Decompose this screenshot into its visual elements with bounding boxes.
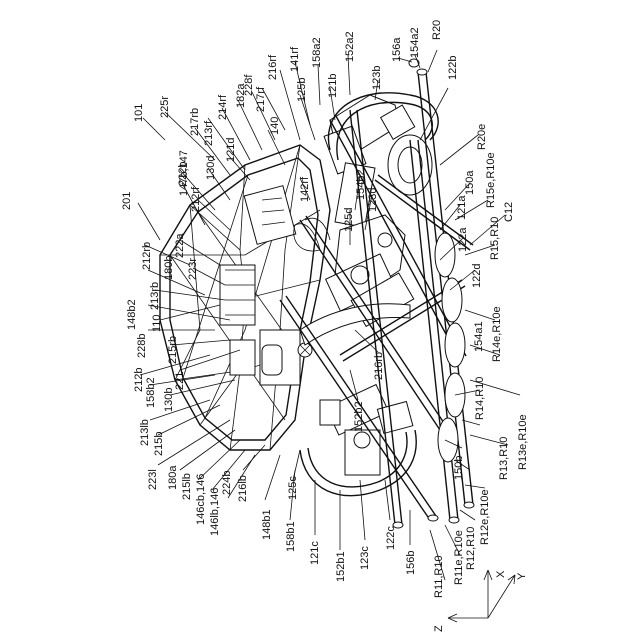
label-146cb-146: 146cb,146 — [195, 474, 207, 525]
label-R12e-R10e: R12e,R10e — [479, 489, 491, 545]
label-123d: 123d — [367, 188, 379, 212]
label-216rb: 216rb — [373, 352, 385, 380]
label-R11e-R10e: R11e,R10e — [453, 530, 465, 585]
label-148b1: 148b1 — [261, 509, 273, 540]
label-201: 201 — [121, 192, 133, 210]
label-C12: C12 — [503, 202, 515, 222]
label-141rf: 141rf — [289, 46, 301, 72]
axis-y-line — [488, 575, 515, 618]
label-214rf: 214rf — [217, 94, 229, 120]
label-R14-R10: R14,R10 — [474, 377, 486, 420]
label-125c: 125c — [287, 476, 299, 500]
label-R13e-R10e: R13e,R10e — [517, 414, 529, 470]
label-122c: 122c — [385, 526, 397, 550]
label-146lb-146: 146lb,146 — [209, 488, 221, 536]
label-121c: 121c — [309, 541, 321, 565]
label-152b1: 152b1 — [335, 551, 347, 582]
label-215rb: 215rb — [167, 336, 179, 364]
label-158b2: 158b2 — [145, 377, 157, 408]
label-140: 140 — [269, 117, 281, 135]
label-R20e: R20e — [476, 124, 488, 150]
label-180a: 180a — [167, 465, 179, 490]
label-217rb: 217rb — [189, 108, 201, 136]
axis-x-label: X — [495, 570, 507, 578]
label-150b: 150b — [453, 456, 465, 480]
label-125d: 125d — [343, 208, 355, 232]
label-228b: 228b — [136, 334, 148, 358]
label-213rf: 213rf — [203, 120, 215, 146]
label-122d: 122d — [471, 264, 483, 288]
label-158b1: 158b1 — [285, 521, 297, 552]
label-228f: 228f — [243, 74, 255, 96]
label-121d: 121d — [225, 138, 237, 162]
label-223l: 223l — [147, 469, 159, 490]
label-123b: 123b — [371, 66, 383, 90]
label-156b: 156b — [405, 551, 417, 575]
label-213rb: 213rb — [149, 282, 161, 310]
label-130b: 130b — [163, 388, 175, 412]
inner-mechanism — [220, 186, 330, 385]
label-222a: 222a — [174, 233, 186, 258]
label-154a1: 154a1 — [473, 321, 485, 352]
label-222b: 222b — [177, 162, 189, 186]
label-R12-R10: R12,R10 — [465, 527, 477, 570]
label-125b: 125b — [296, 78, 308, 102]
label-122b: 122b — [447, 56, 459, 80]
label-216lb: 216lb — [237, 475, 249, 502]
label-221: 221 — [174, 372, 186, 390]
label-142rf: 142rf — [299, 176, 311, 202]
label-212rf: 212rf — [190, 186, 202, 212]
label-213lb: 213lb — [139, 419, 151, 446]
label-130d: 130d — [205, 156, 217, 180]
label-R13-R10: R13,R10 — [498, 437, 510, 480]
label-121a: 121a — [456, 195, 468, 220]
label-217rf: 217rf — [255, 86, 267, 112]
label-223r: 223r — [187, 258, 199, 280]
label-R11-R10: R11,R10 — [433, 555, 445, 598]
label-123c: 123c — [359, 546, 371, 570]
label-R15e-R10e: R15e,R10e — [485, 152, 497, 208]
coordinate-axes: X Y Z — [433, 570, 528, 632]
label-224b: 224b — [221, 471, 233, 495]
label-122a: 122a — [457, 227, 469, 252]
leg-mechanisms — [300, 93, 438, 496]
label-156a: 156a — [391, 37, 403, 62]
label-225r: 225r — [159, 96, 171, 118]
axis-z-label: Z — [433, 625, 445, 632]
label-150a: 150a — [464, 170, 476, 195]
label-215b: 215b — [153, 432, 165, 456]
label-R20: R20 — [431, 20, 443, 40]
label-154b2: 154b2 — [355, 169, 367, 200]
label-215lb: 215lb — [181, 473, 193, 500]
label-180b: 180b — [163, 256, 175, 280]
label-101: 101 — [133, 104, 145, 122]
label-R14e-R10e: R14e,R10e — [491, 306, 503, 362]
label-212rb: 212rb — [141, 242, 153, 270]
label-152b2: 152b2 — [353, 401, 365, 432]
reference-labels: 101 201 225r 147b,147 217rb 213rf 214rf … — [121, 20, 529, 598]
label-148b2: 148b2 — [126, 299, 138, 330]
label-154a2: 154a2 — [409, 27, 421, 58]
label-R15-R10: R15,R10 — [489, 217, 501, 260]
label-121b: 121b — [327, 74, 339, 98]
axis-y-label: Y — [516, 572, 528, 580]
label-158a2: 158a2 — [311, 37, 323, 68]
label-212b: 212b — [133, 368, 145, 392]
label-110: 110 — [151, 314, 163, 332]
label-216rf: 216rf — [267, 54, 279, 80]
label-152a2: 152a2 — [344, 31, 356, 62]
